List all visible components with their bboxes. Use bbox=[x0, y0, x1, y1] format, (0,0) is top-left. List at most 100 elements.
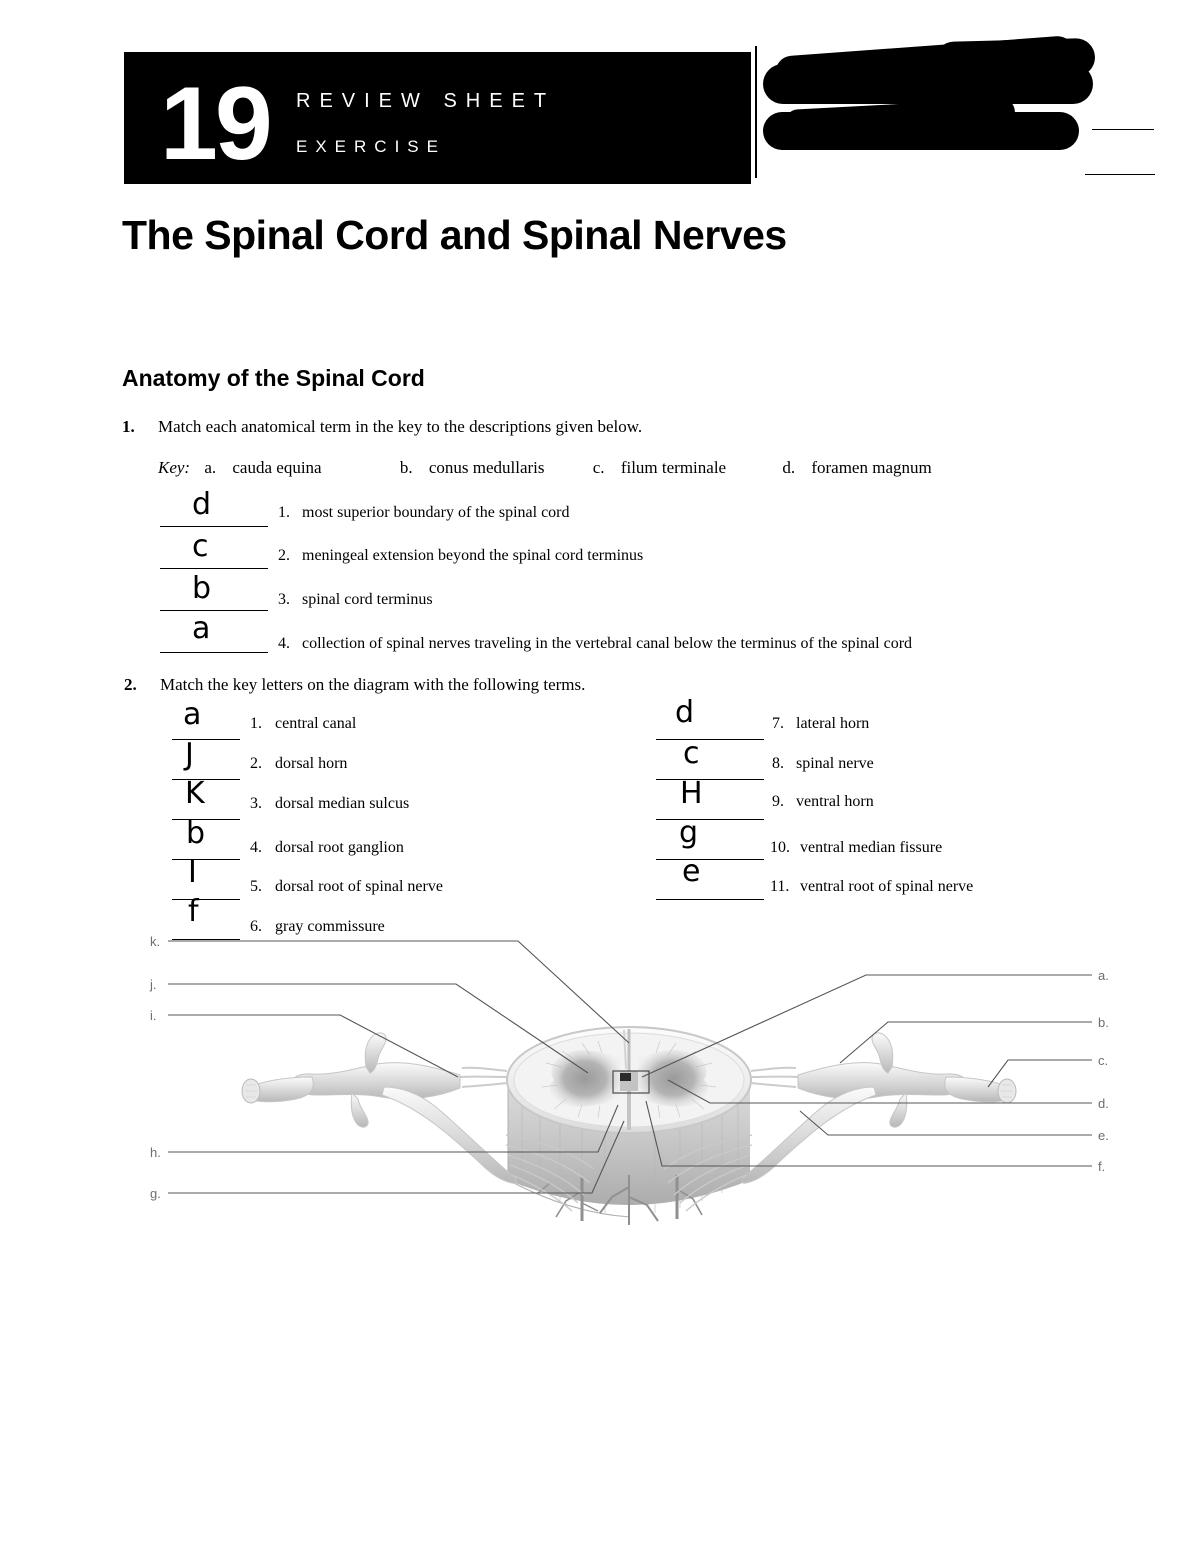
answer-description-q2-9: ventral horn bbox=[796, 793, 874, 810]
handwritten-answer-q2-6: f bbox=[188, 894, 199, 929]
answer-blank-q1-1[interactable] bbox=[160, 484, 268, 527]
answer-blank-q2-6[interactable] bbox=[172, 899, 240, 940]
answer-number-q2-2: 2. bbox=[250, 755, 262, 772]
answer-number-q1-4: 4. bbox=[278, 635, 290, 652]
answer-number-q1-1: 1. bbox=[278, 504, 290, 521]
diagram-label-j[interactable]: j. bbox=[150, 977, 157, 992]
handwritten-answer-q1-2: c bbox=[192, 529, 209, 564]
answer-blank-q2-8[interactable] bbox=[656, 739, 764, 780]
answer-description-q2-3: dorsal median sulcus bbox=[275, 795, 410, 812]
handwritten-answer-q2-8: c bbox=[683, 736, 700, 771]
answer-blank-q2-2[interactable] bbox=[172, 739, 240, 780]
answer-blank-q2-3[interactable] bbox=[172, 779, 240, 820]
diagram-label-b[interactable]: b. bbox=[1098, 1015, 1109, 1030]
handwritten-answer-q2-2: J bbox=[185, 737, 194, 772]
leader-line-a bbox=[641, 974, 1092, 1078]
redacted-header-fields bbox=[755, 28, 1155, 188]
leader-line-f bbox=[645, 1100, 1092, 1167]
banner-review-sheet-label: REVIEW SHEET bbox=[296, 90, 556, 112]
answer-description-q2-6: gray commissure bbox=[275, 918, 385, 935]
key-term-d: foramen magnum bbox=[811, 458, 932, 477]
diagram-label-e[interactable]: e. bbox=[1098, 1128, 1109, 1143]
question-2-number: 2. bbox=[124, 675, 137, 694]
key-letter-b: b. bbox=[399, 458, 413, 477]
answer-blank-q2-9[interactable] bbox=[656, 779, 764, 820]
banner-exercise-label: EXERCISE bbox=[296, 137, 446, 156]
answer-blank-q1-3[interactable] bbox=[160, 568, 268, 611]
answer-description-q1-2: meningeal extension beyond the spinal co… bbox=[302, 547, 644, 564]
ventral-ramus-right bbox=[889, 1091, 908, 1128]
answer-blank-q2-5[interactable] bbox=[172, 859, 240, 900]
answer-number-q2-1: 1. bbox=[250, 715, 262, 732]
answer-blank-q2-11[interactable] bbox=[656, 859, 764, 900]
handwritten-answer-q2-4: b bbox=[186, 816, 206, 851]
handwritten-answer-q2-7: d bbox=[675, 695, 695, 730]
diagram-label-g[interactable]: g. bbox=[150, 1186, 161, 1201]
diagram-label-f[interactable]: f. bbox=[1098, 1159, 1106, 1174]
key-term-a: cauda equina bbox=[232, 458, 322, 477]
spinal-cord-illustration bbox=[168, 940, 1092, 1225]
answer-description-q2-11: ventral root of spinal nerve bbox=[800, 878, 974, 895]
leader-line-d bbox=[667, 1079, 1092, 1104]
leader-line-j bbox=[168, 983, 589, 1074]
answer-description-q2-5: dorsal root of spinal nerve bbox=[275, 878, 443, 895]
question-1-number: 1. bbox=[122, 417, 135, 436]
answer-description-q2-8: spinal nerve bbox=[796, 755, 874, 772]
handwritten-answer-q1-1: d bbox=[192, 487, 212, 522]
spinal-cord-diagram: k. j. i. h. g. a. b. c. d. e. f. bbox=[150, 925, 1110, 1255]
answer-description-q1-4: collection of spinal nerves traveling in… bbox=[302, 635, 913, 652]
handwritten-answer-q2-1: a bbox=[183, 697, 202, 732]
question-1-key-line: Key: a. cauda equina b. conus medullaris… bbox=[158, 458, 932, 478]
page-title: The Spinal Cord and Spinal Nerves bbox=[122, 212, 787, 258]
ventral-root-right bbox=[741, 1086, 877, 1184]
handwritten-answer-q2-11: e bbox=[682, 854, 701, 889]
ventral-ramus-left bbox=[350, 1091, 369, 1128]
answer-blank-q2-10[interactable] bbox=[656, 819, 764, 860]
answer-number-q2-9: 9. bbox=[772, 793, 784, 810]
spinal-nerve-right bbox=[663, 1032, 1017, 1212]
dorsal-rootlets-right bbox=[750, 1066, 799, 1088]
answer-blank-q2-7[interactable] bbox=[656, 699, 764, 740]
answer-number-q2-10: 10. bbox=[770, 839, 790, 856]
spinal-nerve-left bbox=[241, 1032, 595, 1212]
answer-description-q2-2: dorsal horn bbox=[275, 755, 348, 772]
handwritten-answer-q1-4: a bbox=[192, 611, 211, 646]
answer-description-q2-10: ventral median fissure bbox=[800, 839, 943, 856]
key-label: Key: bbox=[158, 458, 191, 477]
dorsal-ramus-right bbox=[871, 1032, 894, 1074]
diagram-label-a[interactable]: a. bbox=[1098, 968, 1109, 983]
dorsal-root-ganglion-left bbox=[291, 1062, 461, 1100]
diagram-label-d[interactable]: d. bbox=[1098, 1096, 1109, 1111]
lab-time-field-rule bbox=[1085, 174, 1155, 175]
key-term-c: filum terminale bbox=[620, 458, 727, 477]
handwritten-answer-q2-9: H bbox=[680, 776, 703, 811]
ventral-rootlets-left bbox=[505, 1134, 595, 1212]
answer-blank-q1-2[interactable] bbox=[160, 526, 268, 569]
blood-vessels bbox=[537, 1175, 703, 1225]
key-letter-d: d. bbox=[782, 458, 796, 477]
answer-blank-q2-1[interactable] bbox=[172, 699, 240, 740]
handwritten-answer-q2-3: K bbox=[185, 776, 205, 811]
diagram-label-h[interactable]: h. bbox=[150, 1145, 161, 1160]
handwritten-answer-q2-10: g bbox=[679, 815, 699, 850]
key-term-b: conus medullaris bbox=[428, 458, 545, 477]
answer-description-q1-1: most superior boundary of the spinal cor… bbox=[302, 504, 570, 521]
exercise-banner: 19 REVIEW SHEET EXERCISE bbox=[124, 52, 751, 184]
answer-description-q2-1: central canal bbox=[275, 715, 357, 732]
leader-line-b bbox=[839, 1021, 1092, 1064]
answer-number-q1-3: 3. bbox=[278, 591, 290, 608]
answer-blank-q1-4[interactable] bbox=[160, 610, 268, 653]
diagram-label-c[interactable]: c. bbox=[1098, 1053, 1109, 1068]
answer-number-q2-8: 8. bbox=[772, 755, 784, 772]
answer-blank-q2-4[interactable] bbox=[172, 819, 240, 860]
diagram-label-i[interactable]: i. bbox=[150, 1008, 157, 1023]
answer-description-q2-7: lateral horn bbox=[796, 715, 870, 732]
redaction-mark-lab-time-field bbox=[763, 112, 1079, 150]
answer-number-q2-6: 6. bbox=[250, 918, 262, 935]
answer-number-q2-4: 4. bbox=[250, 839, 262, 856]
answer-number-q1-2: 2. bbox=[278, 547, 290, 564]
diagram-label-k[interactable]: k. bbox=[150, 934, 161, 949]
redaction-mark-name-field bbox=[763, 64, 1093, 104]
leader-line-g bbox=[168, 1120, 625, 1194]
handwritten-answer-q2-5: I bbox=[188, 855, 197, 890]
